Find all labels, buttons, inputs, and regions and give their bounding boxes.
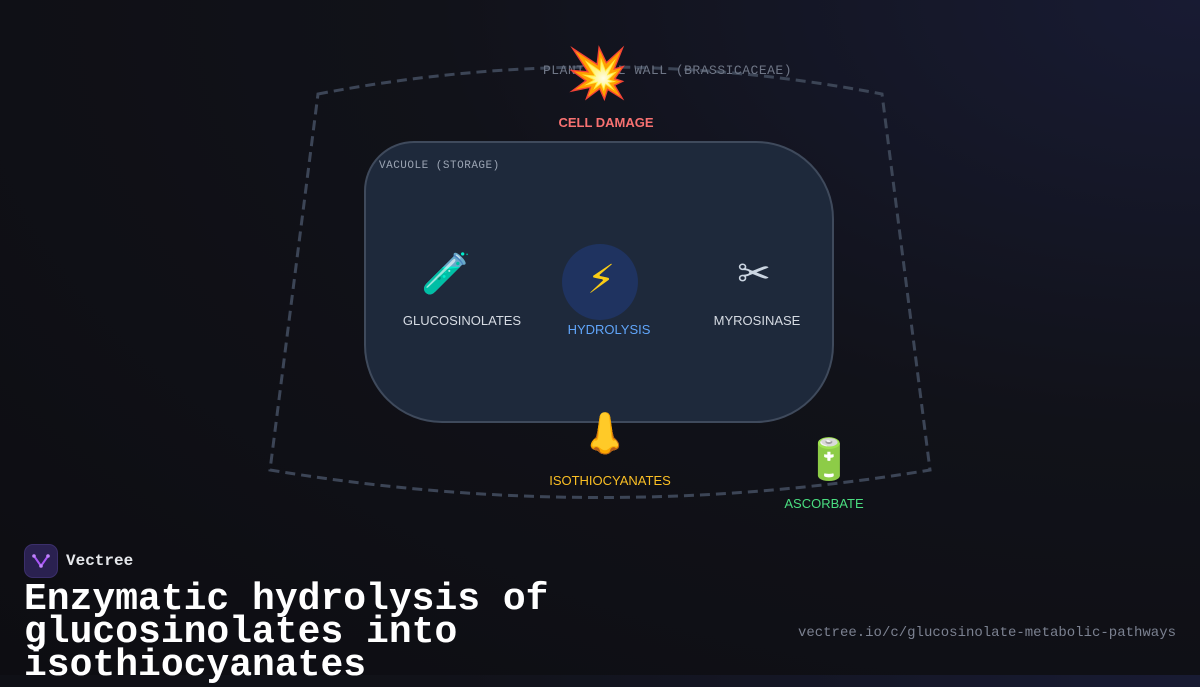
glucosinolates-label: GLUCOSINOLATES [402, 313, 522, 328]
battery-icon: 🔋 [804, 437, 854, 483]
ascorbate-label: ASCORBATE [784, 496, 864, 511]
nose-icon: 👃 [580, 411, 630, 457]
collision-icon: 💥 [566, 44, 629, 102]
test-tube-icon: 🧪 [421, 251, 471, 297]
cell-wall-label: PLANT CELL WALL (BRASSICACEAE) [543, 63, 793, 78]
cell-damage-label: CELL DAMAGE [558, 115, 654, 130]
scissors-icon: ✂ [737, 251, 771, 297]
lightning-icon: ⚡ [586, 257, 616, 303]
vectree-logo-icon [24, 544, 58, 578]
isothiocyanates-label: ISOTHIOCYANATES [549, 473, 671, 488]
page-title: Enzymatic hydrolysis of glucosinolates i… [24, 578, 549, 687]
brand[interactable]: Vectree [24, 544, 133, 578]
hydrolysis-node [562, 244, 638, 320]
myrosinase-label: MYROSINASE [713, 313, 801, 328]
vacuole-label: VACUOLE (STORAGE) [379, 160, 500, 172]
hydrolysis-label: HYDROLYSIS [567, 322, 651, 337]
cell-wall-outline [268, 65, 932, 499]
source-url[interactable]: vectree.io/c/glucosinolate-metabolic-pat… [797, 625, 1176, 641]
brand-name: Vectree [66, 552, 134, 570]
